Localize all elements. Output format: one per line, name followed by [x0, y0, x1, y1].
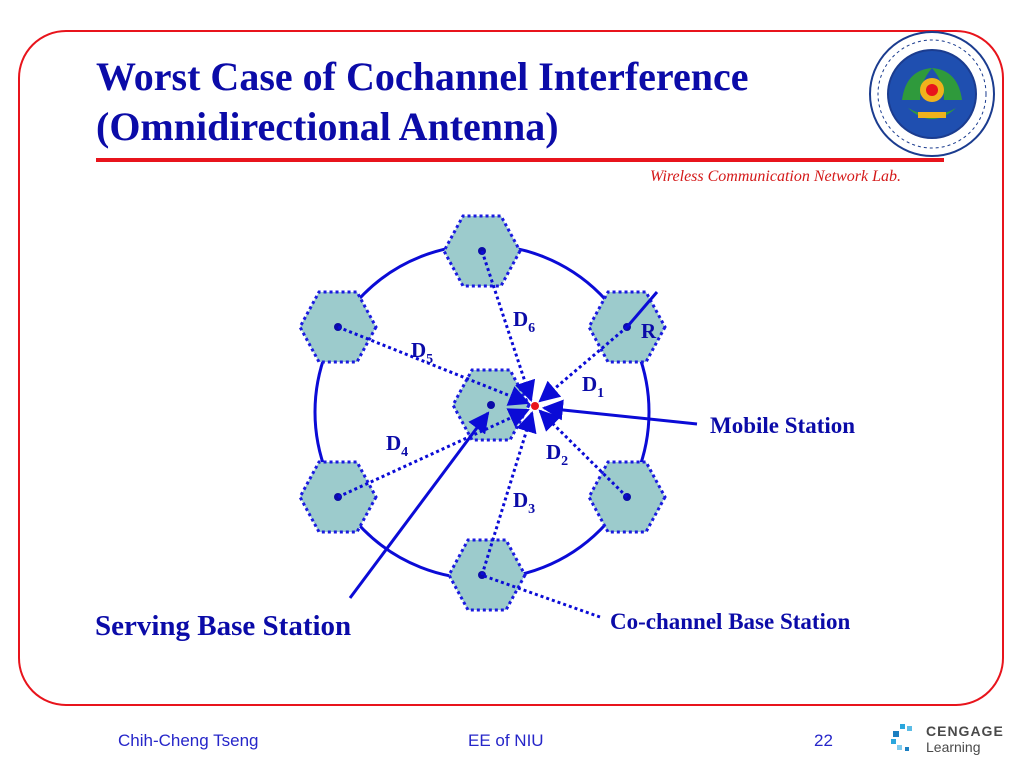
distance-line-d2: [538, 409, 629, 499]
label-radius: R: [641, 319, 657, 343]
cell-bottom: [447, 538, 527, 612]
cochannel-pointer-line: [483, 574, 601, 619]
distance-line-d3: [480, 410, 537, 576]
mobile-station-pointer: [541, 399, 698, 426]
footer-organization: EE of NIU: [468, 731, 544, 750]
distance-line-d6: [480, 250, 536, 402]
distance-line-d4: [337, 408, 530, 499]
cengage-learning-text: Learning: [926, 739, 981, 755]
serving-base-station-pointer: [348, 411, 490, 599]
mobile-station-dot: [531, 402, 539, 410]
title-line-2: (Omnidirectional Antenna): [96, 104, 559, 149]
distance-line-d1: [538, 325, 628, 403]
cengage-learning-logo: CENGAGE Learning: [888, 718, 1018, 758]
radius-line: [625, 291, 659, 328]
label-d4: D4: [386, 431, 408, 460]
cengage-name: CENGAGE: [926, 723, 1004, 739]
label-d1: D1: [582, 372, 604, 401]
label-d2: D2: [546, 440, 568, 469]
slide-title: Worst Case of Cochannel Interference (Om…: [96, 52, 748, 152]
footer-author: Chih-Cheng Tseng: [118, 731, 259, 750]
lab-name: Wireless Communication Network Lab.: [650, 168, 901, 185]
label-d3: D3: [513, 488, 535, 517]
distance-line-d5: [337, 325, 530, 406]
footer-page-number: 22: [814, 731, 833, 750]
label-d5: D5: [411, 338, 433, 367]
slide-frame: [18, 30, 1004, 706]
label-d6: D6: [513, 307, 535, 336]
title-rule: [96, 158, 944, 162]
title-line-1: Worst Case of Cochannel Interference: [96, 54, 749, 99]
serving-base-station: [487, 401, 495, 409]
label-mobile-station: Mobile Station: [710, 413, 855, 438]
label-cochannel-base-station: Co-channel Base Station: [610, 609, 850, 634]
university-seal-logo: [869, 31, 995, 157]
cengage-mark-icon: [891, 724, 912, 751]
label-serving-base-station: Serving Base Station: [95, 610, 351, 642]
